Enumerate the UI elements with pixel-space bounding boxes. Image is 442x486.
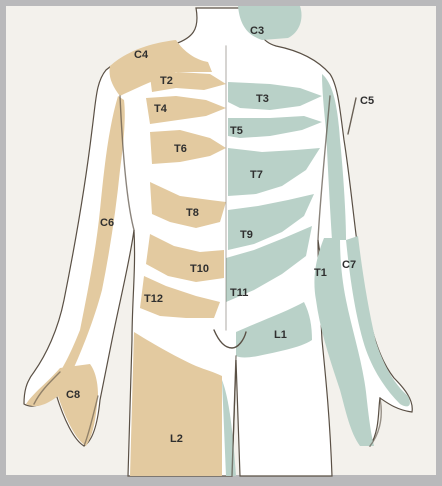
label-c6: C6	[100, 217, 114, 229]
label-c5: C5	[360, 95, 374, 107]
label-c8: C8	[66, 389, 80, 401]
label-l2: L2	[170, 433, 183, 445]
label-t6: T6	[174, 143, 187, 155]
label-t10: T10	[190, 263, 209, 275]
label-c7: C7	[342, 259, 356, 271]
label-c4: C4	[134, 49, 149, 61]
label-t2: T2	[160, 75, 173, 87]
label-c3: C3	[250, 25, 264, 37]
label-t8: T8	[186, 207, 199, 219]
label-t9: T9	[240, 229, 253, 241]
label-t12: T12	[144, 293, 163, 305]
label-l1: L1	[274, 329, 287, 341]
label-t3: T3	[256, 93, 269, 105]
label-t4: T4	[154, 103, 168, 115]
label-t1: T1	[314, 267, 327, 279]
label-t7: T7	[250, 169, 263, 181]
label-t5: T5	[230, 125, 243, 137]
label-t11: T11	[230, 287, 248, 299]
